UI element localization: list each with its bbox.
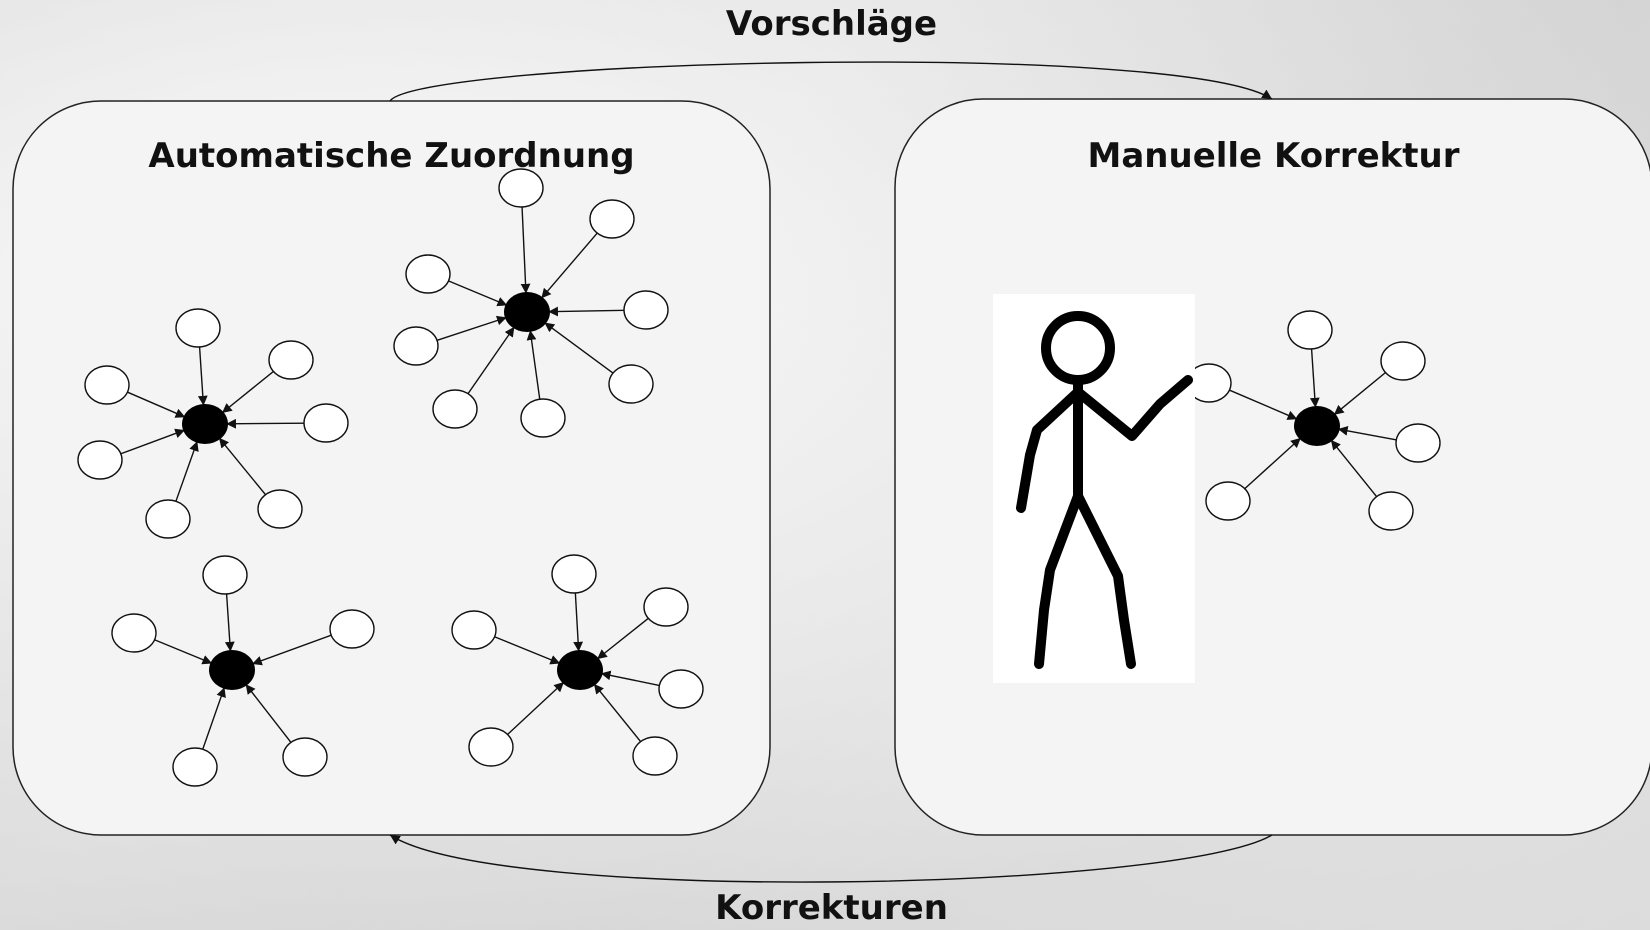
leaf-node (303, 403, 349, 443)
cluster-top-left (77, 308, 349, 539)
cluster-edge (540, 231, 599, 299)
left-panel (12, 100, 771, 836)
cluster-edge (221, 370, 275, 414)
cluster-edge (593, 683, 642, 743)
leaf-node (1368, 491, 1414, 531)
leaf-node (608, 364, 654, 404)
leaf-node (393, 326, 439, 366)
leaf-node (632, 736, 678, 776)
leaf-node (405, 254, 451, 294)
leaf-node (432, 389, 478, 429)
cluster-edge (493, 635, 561, 665)
cluster-edge (153, 638, 213, 665)
cluster-edge (600, 670, 661, 687)
cluster-edge (596, 617, 650, 660)
cluster-edge (1243, 437, 1302, 490)
vorschlaege-arrow (389, 61, 1273, 102)
cluster-edge (1309, 347, 1320, 408)
cluster-edge (520, 205, 531, 294)
leaf-node (643, 587, 689, 627)
leaf-node (145, 499, 191, 539)
leaf-node (520, 398, 566, 438)
leaf-node (498, 168, 544, 208)
cluster-edge (119, 428, 186, 455)
leaf-node (84, 365, 130, 405)
leaf-node (1287, 310, 1333, 350)
cluster-bottom-left (111, 555, 375, 787)
leaf-node (77, 440, 123, 480)
cluster-edge (526, 330, 541, 401)
korrekturen-arrow (389, 834, 1273, 883)
leaf-node (268, 340, 314, 380)
left-panel-title: Automatische Zuordnung (148, 136, 635, 176)
cluster-edge (251, 634, 333, 666)
right-panel-title: Manuelle Korrektur (1087, 136, 1460, 176)
hub-node (557, 650, 603, 690)
leaf-node (623, 290, 669, 330)
leaf-node (1205, 481, 1251, 521)
hub-node (1294, 406, 1340, 446)
leaf-node (451, 610, 497, 650)
cluster-edge (201, 686, 226, 751)
cluster-edge (1228, 389, 1298, 420)
stick-figure-icon (993, 294, 1195, 683)
leaf-node (202, 555, 248, 595)
leaf-node (1380, 341, 1426, 381)
cluster-edge (1333, 371, 1387, 416)
leaf-node (589, 199, 635, 239)
leaf-node (172, 747, 218, 787)
cluster-edge (1337, 426, 1398, 441)
cluster-edge (218, 437, 267, 496)
hub-node (504, 292, 550, 332)
leaf-node (175, 308, 221, 348)
vorschlaege-label: Vorschläge (725, 4, 938, 44)
cluster-edge (224, 592, 235, 652)
leaf-node (282, 737, 328, 777)
leaf-node (111, 613, 157, 653)
cluster-edge (174, 440, 199, 503)
cluster-edge (245, 683, 293, 744)
cluster-edge (447, 279, 508, 307)
cluster-edge (506, 681, 565, 736)
korrekturen-label: Korrekturen (715, 888, 948, 928)
leaf-node (257, 489, 303, 529)
cluster-edge (573, 591, 584, 652)
leaf-node (329, 609, 375, 649)
cluster-edge (466, 326, 515, 395)
cluster-right-panel (1186, 310, 1441, 531)
cluster-layer (77, 168, 1441, 787)
hub-node (182, 404, 228, 444)
cluster-edge (226, 418, 306, 429)
hub-node (209, 650, 255, 690)
cluster-edge (197, 345, 208, 406)
cluster-top-right (393, 168, 669, 438)
cluster-edge (1330, 439, 1378, 498)
cluster-edge (543, 321, 615, 375)
leaf-node (551, 554, 597, 594)
cluster-edge (548, 306, 626, 317)
leaf-node (468, 727, 514, 767)
cluster-edge (126, 391, 186, 418)
cluster-bottom-right (451, 554, 704, 776)
leaf-node (658, 669, 704, 709)
leaf-node (1395, 423, 1441, 463)
cluster-edge (435, 315, 507, 342)
